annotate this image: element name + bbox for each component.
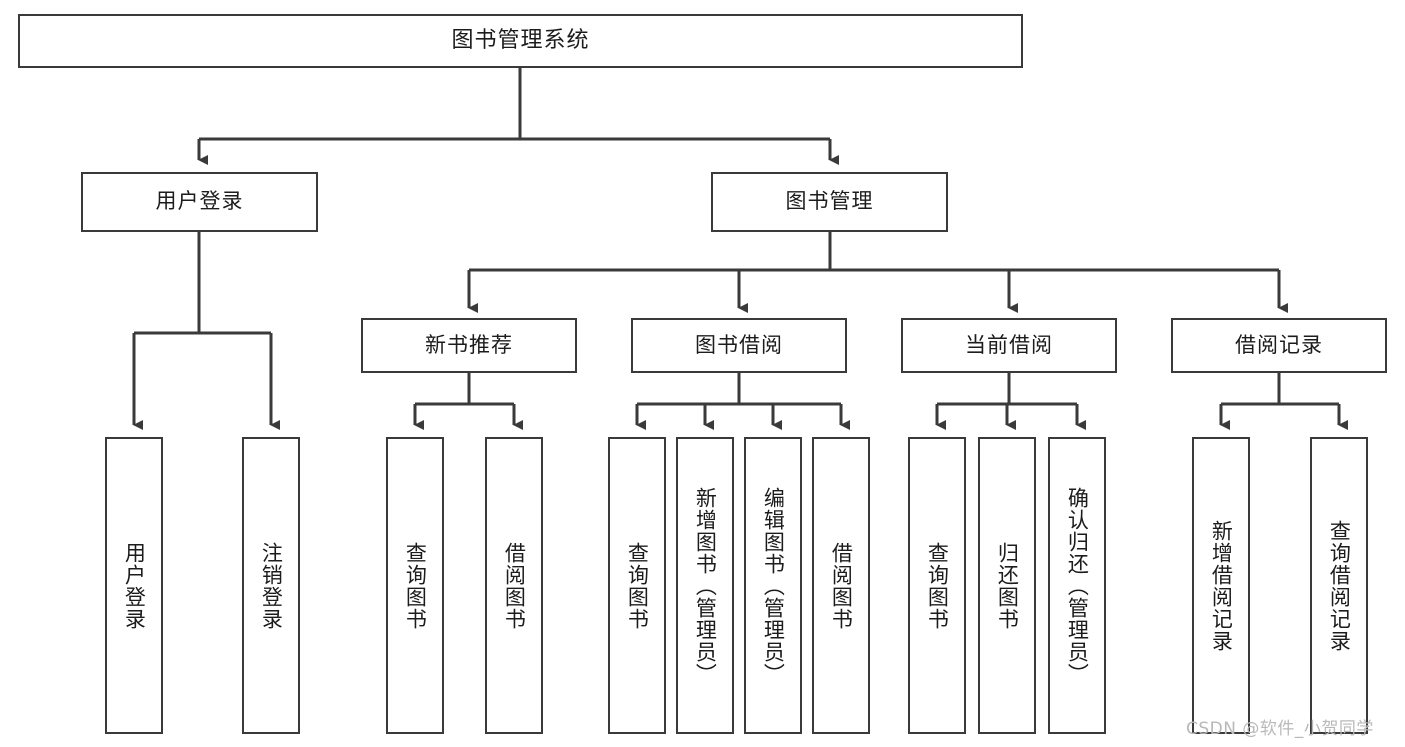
node-label: 当前借阅 bbox=[965, 332, 1053, 357]
leaf-logout[interactable]: 注销登录 bbox=[242, 437, 300, 734]
node-label: 图书管理系统 bbox=[451, 27, 590, 53]
node-label: 新增图书（管理员） bbox=[693, 486, 718, 685]
node-label: 借阅图书 bbox=[502, 541, 527, 630]
node-borrow-record[interactable]: 借阅记录 bbox=[1171, 318, 1387, 373]
leaf-new-book-borrow[interactable]: 借阅图书 bbox=[485, 437, 543, 734]
node-label: 查询图书 bbox=[625, 541, 650, 630]
leaf-record-query[interactable]: 查询借阅记录 bbox=[1310, 437, 1368, 734]
node-book-management[interactable]: 图书管理 bbox=[711, 172, 948, 232]
node-label: 新书推荐 bbox=[425, 332, 513, 357]
node-label: 借阅图书 bbox=[829, 541, 854, 630]
node-label: 用户登录 bbox=[155, 189, 244, 214]
node-user-login[interactable]: 用户登录 bbox=[81, 172, 318, 232]
leaf-current-return-book[interactable]: 归还图书 bbox=[978, 437, 1036, 734]
leaf-record-add[interactable]: 新增借阅记录 bbox=[1192, 437, 1250, 734]
leaf-current-confirm-return[interactable]: 确认归还（管理员） bbox=[1048, 437, 1106, 734]
leaf-user-login[interactable]: 用户登录 bbox=[105, 437, 163, 734]
leaf-borrow-edit-book[interactable]: 编辑图书（管理员） bbox=[744, 437, 802, 734]
node-current-borrow[interactable]: 当前借阅 bbox=[901, 318, 1117, 373]
node-book-borrow[interactable]: 图书借阅 bbox=[631, 318, 847, 373]
node-label: 查询图书 bbox=[403, 541, 428, 630]
node-label: 注销登录 bbox=[259, 541, 284, 630]
node-label: 查询图书 bbox=[925, 541, 950, 630]
node-label: 借阅记录 bbox=[1235, 332, 1323, 357]
node-label: 编辑图书（管理员） bbox=[761, 486, 786, 685]
node-new-book-recommend[interactable]: 新书推荐 bbox=[361, 318, 577, 373]
leaf-borrow-borrow-book[interactable]: 借阅图书 bbox=[812, 437, 870, 734]
leaf-borrow-add-book[interactable]: 新增图书（管理员） bbox=[676, 437, 734, 734]
node-label: 确认归还（管理员） bbox=[1065, 486, 1090, 685]
node-label: 图书借阅 bbox=[695, 332, 783, 357]
node-label: 新增借阅记录 bbox=[1209, 519, 1234, 652]
node-label: 归还图书 bbox=[995, 541, 1020, 630]
node-root-system[interactable]: 图书管理系统 bbox=[18, 14, 1023, 68]
csdn-watermark: CSDN @软件_小贺同学 bbox=[1186, 719, 1374, 739]
node-label: 图书管理 bbox=[785, 189, 874, 214]
node-label: 查询借阅记录 bbox=[1327, 519, 1352, 652]
leaf-borrow-query-book[interactable]: 查询图书 bbox=[608, 437, 666, 734]
leaf-current-query-book[interactable]: 查询图书 bbox=[908, 437, 966, 734]
node-label: 用户登录 bbox=[122, 541, 147, 630]
leaf-new-book-query[interactable]: 查询图书 bbox=[386, 437, 444, 734]
